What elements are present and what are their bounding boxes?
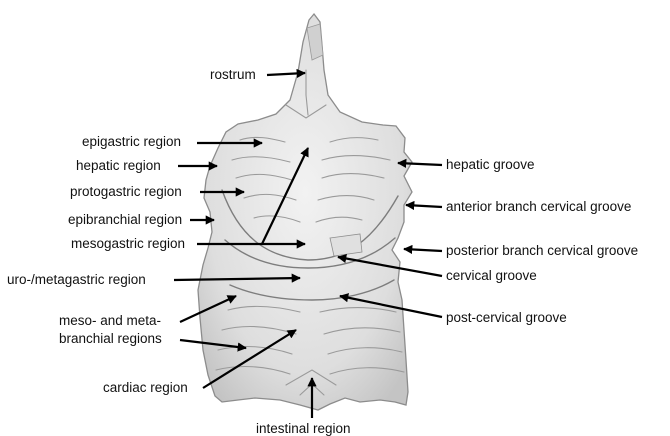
label-protogastric-region: protogastric region [70,184,182,199]
label-hepatic-groove: hepatic groove [446,157,535,172]
label-intestinal-region: intestinal region [256,421,351,436]
label-hepatic-region: hepatic region [76,158,161,173]
label-mesogastric-region: mesogastric region [71,236,185,251]
label-cardiac-region: cardiac region [103,380,188,395]
label-urometagastric-region: uro-/metagastric region [7,272,146,287]
arrow-anterior-cervical [406,205,442,207]
arrow-posterior-cervical [404,249,442,251]
mesogastric-plate [330,234,362,256]
label-posterior-branch-cervical-groove: posterior branch cervical groove [446,243,638,258]
label-anterior-branch-cervical-groove: anterior branch cervical groove [446,199,631,214]
label-epigastric-region: epigastric region [82,134,181,149]
label-epibranchial-region: epibranchial region [68,212,182,227]
label-cervical-groove: cervical groove [446,268,537,283]
label-rostrum: rostrum [210,67,256,82]
label-branchial-regions-line1: meso- and meta- [59,313,161,328]
label-branchial-regions-line2: branchial regions [59,331,162,346]
label-post-cervical-groove: post-cervical groove [446,310,567,325]
